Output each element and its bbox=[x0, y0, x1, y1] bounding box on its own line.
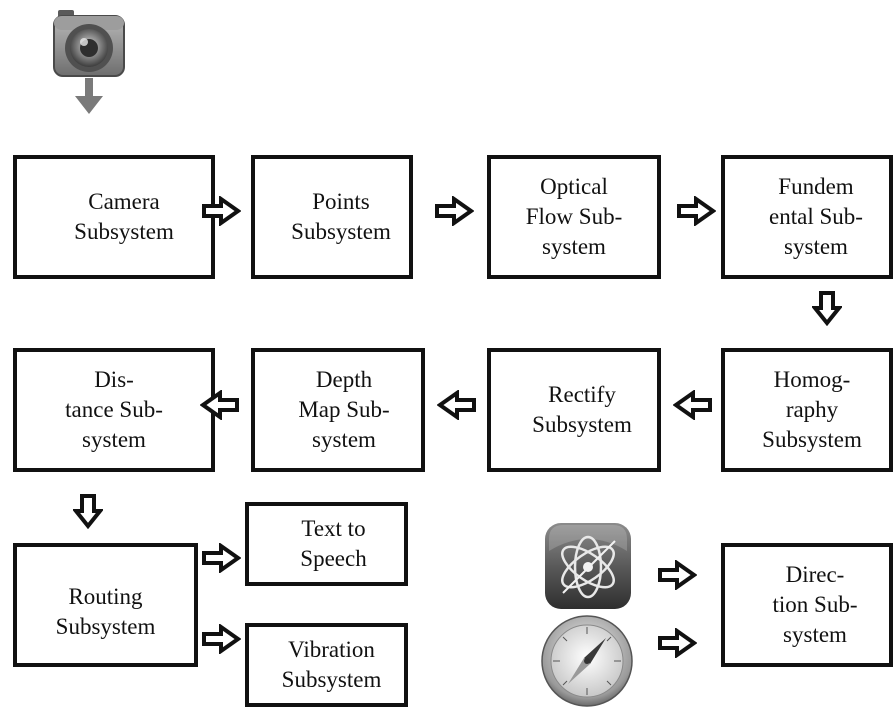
compass-icon bbox=[541, 615, 633, 707]
arrow-routing-to-vibration bbox=[201, 624, 241, 654]
depth-map-subsystem-label: Depth Map Sub- system bbox=[298, 367, 390, 452]
points-subsystem-label: Points Subsystem bbox=[291, 189, 391, 244]
arrow-homography-to-rectify bbox=[673, 390, 713, 420]
homography-subsystem-box: Homog- raphy Subsystem bbox=[721, 348, 893, 472]
arrow-depth-map-to-distance bbox=[200, 390, 240, 420]
camera-subsystem-label: Camera Subsystem bbox=[74, 189, 174, 244]
text-to-speech-label: Text to Speech bbox=[300, 516, 367, 571]
points-subsystem-box: Points Subsystem bbox=[251, 155, 413, 279]
arrow-distance-to-routing bbox=[73, 493, 103, 529]
routing-subsystem-box: Routing Subsystem bbox=[13, 543, 198, 667]
gyroscope-icon bbox=[545, 523, 631, 609]
routing-subsystem-label: Routing Subsystem bbox=[55, 584, 156, 639]
camera-subsystem-box: Camera Subsystem bbox=[13, 155, 215, 279]
arrow-compass-to-direction bbox=[657, 628, 697, 658]
distance-subsystem-label: Dis- tance Sub- system bbox=[65, 367, 163, 452]
direction-subsystem-label: Direc- tion Sub- system bbox=[772, 562, 858, 647]
arrow-routing-to-text-to-speech bbox=[201, 543, 241, 573]
text-to-speech-box: Text to Speech bbox=[245, 502, 408, 586]
rectify-subsystem-box: Rectify Subsystem bbox=[487, 348, 661, 472]
arrow-gyroscope-to-direction bbox=[657, 560, 697, 590]
direction-subsystem-box: Direc- tion Sub- system bbox=[721, 543, 893, 667]
vibration-subsystem-label: Vibration Subsystem bbox=[281, 637, 382, 692]
camera-icon bbox=[53, 10, 125, 114]
optical-flow-subsystem-box: Optical Flow Sub- system bbox=[487, 155, 661, 279]
distance-subsystem-box: Dis- tance Sub- system bbox=[13, 348, 215, 472]
arrow-camera-to-points bbox=[201, 196, 241, 226]
homography-subsystem-label: Homog- raphy Subsystem bbox=[762, 367, 862, 452]
optical-flow-subsystem-label: Optical Flow Sub- system bbox=[525, 174, 623, 259]
vibration-subsystem-box: Vibration Subsystem bbox=[245, 623, 408, 707]
fundamental-subsystem-box: Fundem ental Sub- system bbox=[721, 155, 893, 279]
rectify-subsystem-label: Rectify Subsystem bbox=[532, 382, 632, 437]
arrow-optical-flow-to-fundamental bbox=[676, 196, 716, 226]
arrow-points-to-optical-flow bbox=[434, 196, 474, 226]
depth-map-subsystem-box: Depth Map Sub- system bbox=[251, 348, 425, 472]
arrow-rectify-to-depth-map bbox=[437, 390, 477, 420]
arrow-fundamental-to-homography bbox=[812, 290, 842, 326]
fundamental-subsystem-label: Fundem ental Sub- system bbox=[769, 174, 863, 259]
